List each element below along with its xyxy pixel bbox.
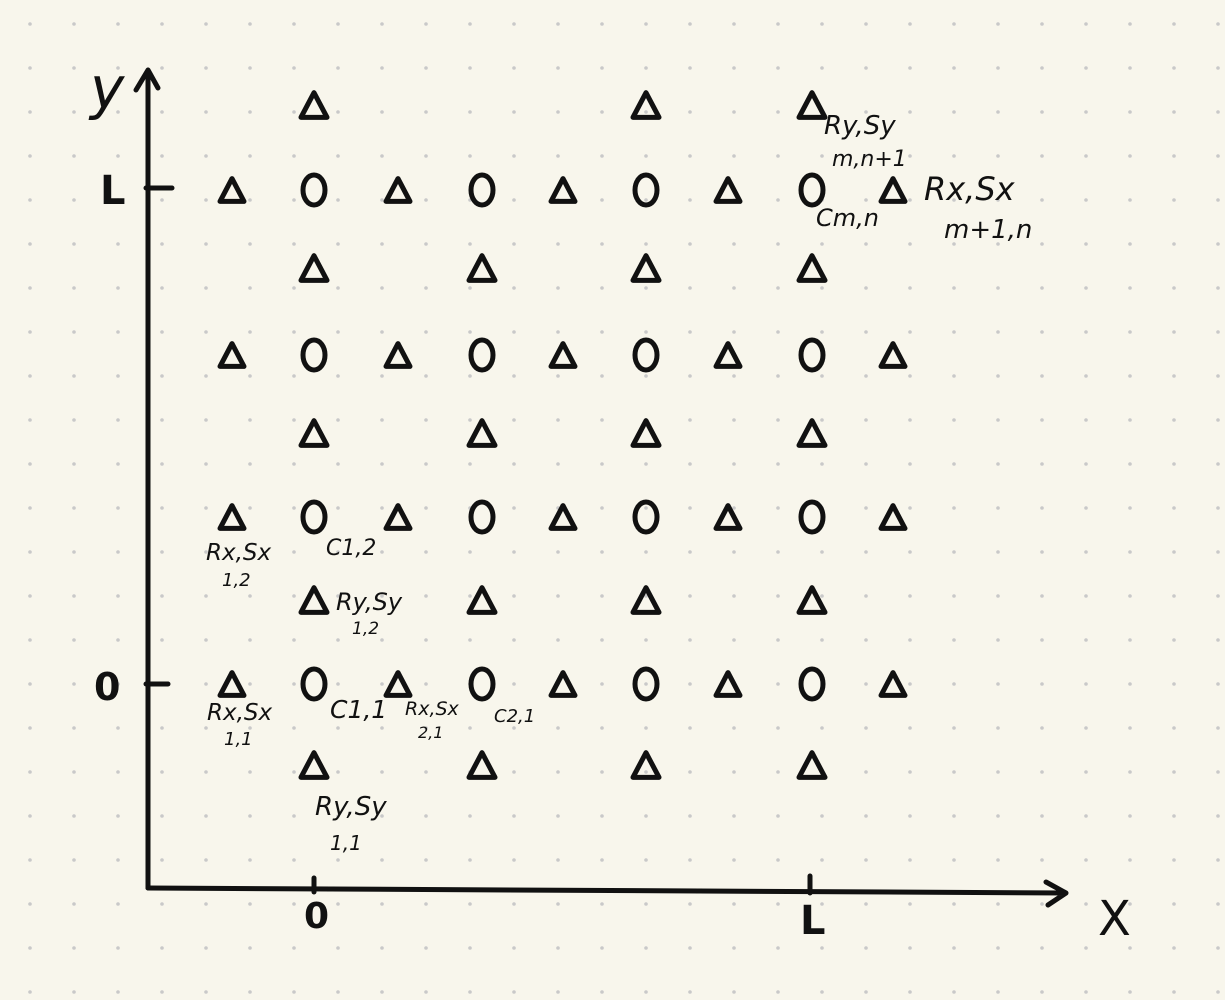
cell-center-circle	[632, 499, 660, 535]
x-face-triangle	[383, 503, 413, 531]
label-rxsx-12-sub: 1,2	[222, 570, 251, 591]
label-c12: C1,2	[326, 536, 376, 561]
label-cmn: Cm,n	[816, 204, 879, 232]
cell-center-circle	[300, 337, 328, 373]
y-face-triangle	[796, 418, 828, 448]
cell-center-circle	[798, 499, 826, 535]
y-tick-label-0: 0	[94, 665, 120, 709]
x-tick-label-0: 0	[304, 896, 329, 937]
label-rysy-11-sub: 1,1	[330, 831, 362, 855]
x-face-triangle	[713, 176, 743, 204]
x-face-triangle	[383, 341, 413, 369]
y-face-triangle	[796, 253, 828, 283]
label-rysy-mn: Ry,Sy	[824, 111, 896, 141]
x-axis-label: X	[1098, 891, 1131, 947]
x-face-triangle	[383, 670, 413, 698]
y-face-triangle	[630, 585, 662, 615]
label-rxsx-21: Rx,Sx	[405, 698, 460, 720]
label-rxsx-mn-sub: m+1,n	[944, 215, 1032, 245]
label-c21: C2,1	[494, 706, 535, 727]
y-face-triangle	[298, 418, 330, 448]
cell-center-circle	[468, 172, 496, 208]
y-tick-label-L: L	[100, 168, 126, 214]
cell-center-circle	[468, 337, 496, 373]
y-face-triangle	[796, 90, 828, 120]
y-face-triangle	[630, 418, 662, 448]
x-face-triangle	[713, 670, 743, 698]
x-face-triangle	[713, 341, 743, 369]
y-axis-label: y	[88, 54, 125, 122]
y-face-triangle	[466, 418, 498, 448]
x-tick-label-L: L	[800, 898, 826, 944]
cell-center-circle	[798, 666, 826, 702]
cell-center-circle	[300, 666, 328, 702]
x-face-triangle	[548, 503, 578, 531]
label-rxsx-21-sub: 2,1	[418, 723, 443, 742]
y-face-triangle	[298, 253, 330, 283]
x-face-triangle	[217, 341, 247, 369]
cell-center-circle	[632, 666, 660, 702]
y-face-triangle	[796, 585, 828, 615]
cell-center-circle	[468, 499, 496, 535]
y-face-triangle	[298, 585, 330, 615]
x-face-triangle	[217, 176, 247, 204]
x-face-triangle	[383, 176, 413, 204]
label-c11: C1,1	[330, 695, 387, 724]
y-axis	[133, 67, 161, 891]
cell-center-circle	[300, 172, 328, 208]
x-face-triangle	[878, 341, 908, 369]
y-face-triangle	[466, 585, 498, 615]
x-face-triangle	[548, 670, 578, 698]
x-face-triangle	[548, 341, 578, 369]
x-face-triangle	[548, 176, 578, 204]
x-face-triangle	[878, 176, 908, 204]
y-face-triangle	[298, 90, 330, 120]
x-face-triangle	[878, 670, 908, 698]
label-rysy-12-sub: 1,2	[352, 619, 379, 639]
label-rysy-12: Ry,Sy	[336, 588, 403, 616]
y-face-triangle	[630, 90, 662, 120]
label-rysy-mn-sub: m,n+1	[832, 147, 907, 172]
label-rxsx-mn: Rx,Sx	[924, 170, 1016, 208]
grid-symbols	[217, 90, 908, 780]
cell-center-circle	[300, 499, 328, 535]
y-face-triangle	[796, 750, 828, 780]
y-face-triangle	[630, 750, 662, 780]
cell-center-circle	[632, 172, 660, 208]
label-rysy-11: Ry,Sy	[315, 792, 387, 822]
x-face-triangle	[217, 670, 247, 698]
x-face-triangle	[713, 503, 743, 531]
x-face-triangle	[878, 503, 908, 531]
cell-center-circle	[798, 337, 826, 373]
y-face-triangle	[466, 750, 498, 780]
y-face-triangle	[466, 253, 498, 283]
y-face-triangle	[298, 750, 330, 780]
x-face-triangle	[217, 503, 247, 531]
x-axis	[145, 879, 1069, 908]
y-face-triangle	[630, 253, 662, 283]
cell-center-circle	[468, 666, 496, 702]
cell-center-circle	[798, 172, 826, 208]
label-rxsx-12: Rx,Sx	[206, 540, 272, 566]
cell-center-circle	[632, 337, 660, 373]
label-rxsx-11-sub: 1,1	[224, 729, 253, 750]
label-rxsx-11: Rx,Sx	[207, 700, 273, 726]
